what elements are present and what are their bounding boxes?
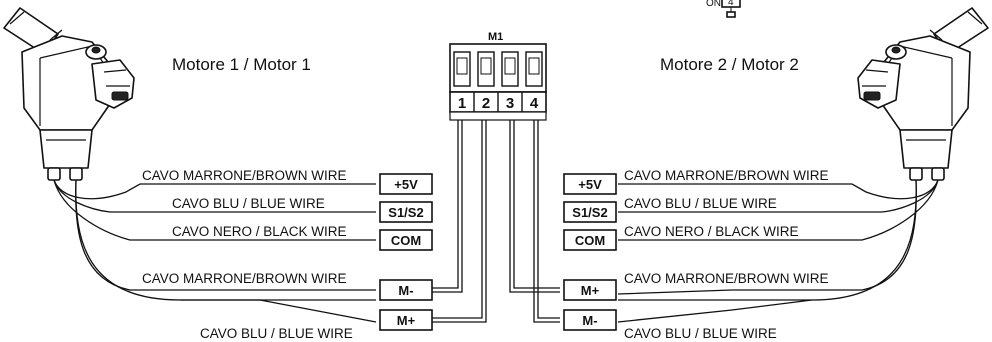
terminal-box bbox=[563, 201, 617, 223]
terminal-box bbox=[563, 229, 617, 251]
terminal-box bbox=[379, 229, 433, 251]
corner-mark: ON 4 bbox=[706, 0, 741, 18]
terminal-box bbox=[563, 279, 617, 301]
m1-pin-number: 3 bbox=[506, 95, 514, 112]
wire-label: CAVO MARRONE/BROWN WIRE bbox=[624, 271, 829, 286]
terminal-label: S1/S2 bbox=[388, 205, 423, 220]
m1-slot-inner bbox=[528, 57, 540, 75]
terminal-label: COM bbox=[391, 233, 421, 248]
m1-pin-number: 1 bbox=[458, 95, 466, 112]
terminal-label: M- bbox=[398, 283, 413, 298]
wire-label: CAVO MARRONE/BROWN WIRE bbox=[624, 168, 829, 183]
terminal-label: +5V bbox=[394, 177, 418, 192]
terminal-label: +5V bbox=[578, 177, 602, 192]
terminal-box bbox=[379, 201, 433, 223]
svg-text:ON: ON bbox=[706, 0, 721, 9]
m1-title: M1 bbox=[488, 31, 503, 43]
corner-mark-label: 4 bbox=[728, 0, 734, 8]
motor-2-illustration bbox=[857, 7, 989, 181]
wire-label: CAVO BLU / BLUE WIRE bbox=[172, 196, 325, 211]
left-encoder-wires: CAVO MARRONE/BROWN WIRE +5V CAVO BLU / B… bbox=[142, 168, 433, 251]
m1-slot-inner bbox=[456, 57, 468, 75]
motor-1-label: Motore 1 / Motor 1 bbox=[172, 55, 311, 74]
m1-slot-inner bbox=[480, 57, 492, 75]
wire-label: CAVO NERO / BLACK WIRE bbox=[624, 224, 799, 239]
terminal-box bbox=[379, 279, 433, 301]
motor-1-illustration bbox=[3, 7, 135, 181]
terminal-label: M- bbox=[582, 313, 597, 328]
right-cables bbox=[617, 179, 939, 323]
terminal-box bbox=[379, 309, 433, 331]
wire-label: CAVO BLU / BLUE WIRE bbox=[624, 196, 777, 211]
terminal-label: M+ bbox=[581, 283, 600, 298]
m1-pin-number: 2 bbox=[482, 95, 490, 112]
terminal-box bbox=[563, 309, 617, 331]
terminal-box bbox=[379, 173, 433, 195]
wire-label: CAVO NERO / BLACK WIRE bbox=[172, 224, 347, 239]
right-encoder-wires: +5V CAVO MARRONE/BROWN WIRE S1/S2 CAVO B… bbox=[563, 168, 829, 251]
m1-pin-number: 4 bbox=[530, 95, 539, 112]
terminal-box bbox=[563, 173, 617, 195]
left-power-wires: CAVO MARRONE/BROWN WIRE M- CAVO BLU / BL… bbox=[142, 271, 433, 341]
terminal-label: S1/S2 bbox=[572, 205, 607, 220]
m1-slot-inner bbox=[504, 57, 516, 75]
left-cables bbox=[53, 179, 377, 323]
connector-power-wires bbox=[432, 120, 560, 323]
right-power-wires: M+ CAVO MARRONE/BROWN WIRE M- CAVO BLU /… bbox=[563, 271, 829, 341]
terminal-label: COM bbox=[575, 233, 605, 248]
wire-label: CAVO BLU / BLUE WIRE bbox=[200, 326, 353, 341]
wire-label: CAVO MARRONE/BROWN WIRE bbox=[142, 271, 347, 286]
terminal-label: M+ bbox=[397, 313, 416, 328]
wire-label: CAVO MARRONE/BROWN WIRE bbox=[142, 168, 347, 183]
motor-2-label: Motore 2 / Motor 2 bbox=[660, 55, 799, 74]
wire-label: CAVO BLU / BLUE WIRE bbox=[624, 326, 777, 341]
